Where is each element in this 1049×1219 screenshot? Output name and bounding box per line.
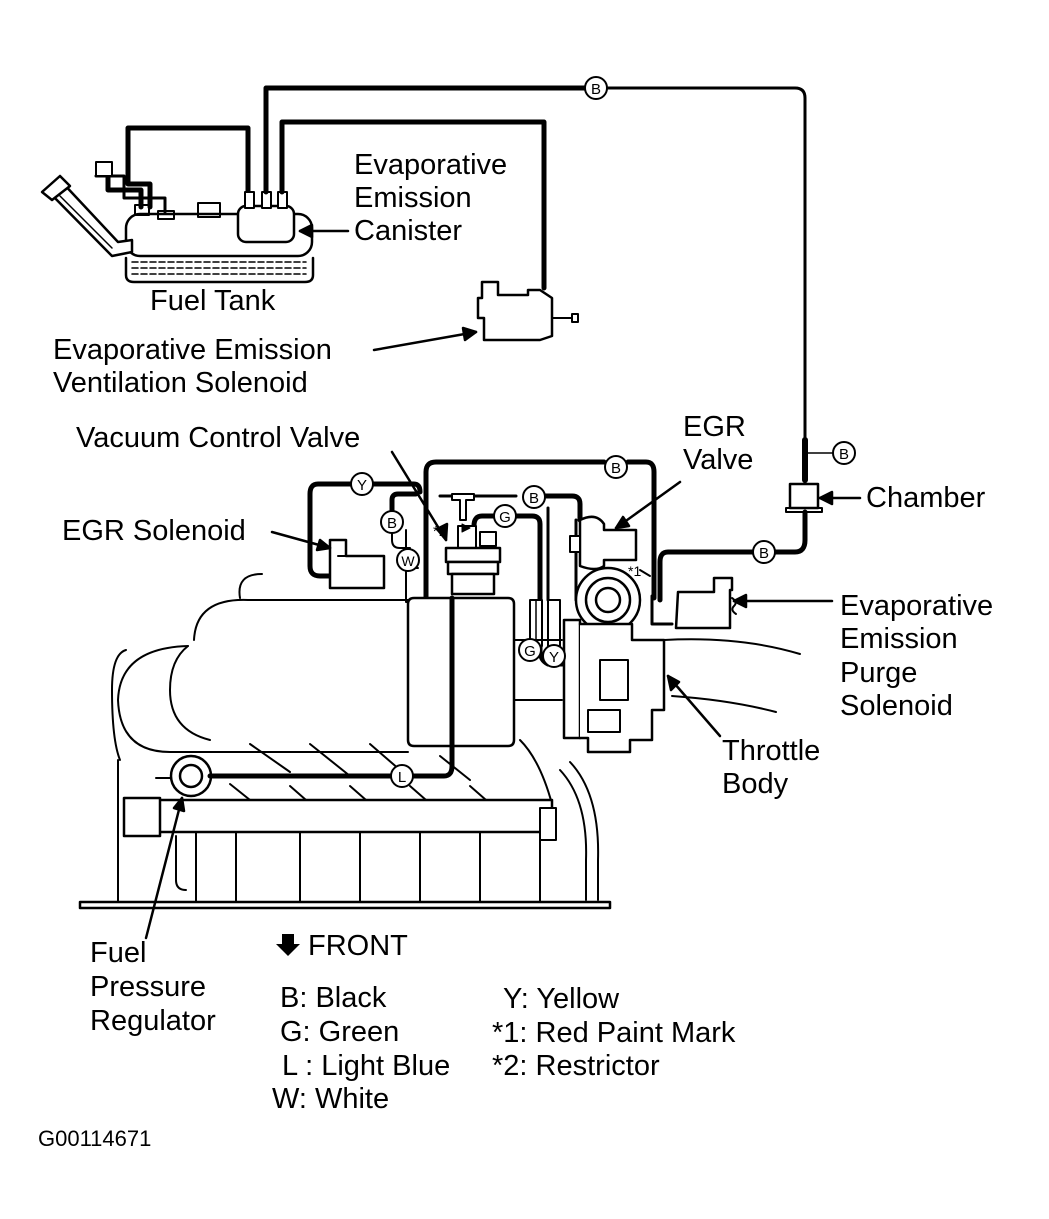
- throttle-body: [562, 566, 666, 754]
- label-canister-2: Emission: [354, 182, 472, 214]
- fuel-rail: [78, 759, 612, 910]
- legend-white: W: White: [272, 1083, 390, 1115]
- legend-black: B: Black: [280, 982, 387, 1014]
- marker-b-left: B: [380, 510, 404, 534]
- marker-b-purge-hose: B: [752, 540, 776, 564]
- label-fuel-pressure-regulator-2: Pressure: [90, 971, 207, 1003]
- svg-text:W: W: [401, 553, 415, 569]
- leader-lines: [144, 223, 862, 940]
- label-chamber: Chamber: [866, 482, 986, 514]
- label-vacuum-control-valve: Vacuum Control Valve: [76, 422, 361, 454]
- marker-y-bottom: Y: [542, 644, 566, 668]
- legend-yellow: Y: Yellow: [503, 983, 620, 1015]
- svg-text:Y: Y: [357, 477, 367, 494]
- label-fuel-pressure-regulator-1: Fuel: [90, 937, 147, 969]
- fuel-pressure-regulator: [169, 595, 455, 798]
- purge-solenoid: [650, 576, 737, 630]
- marker-g-top: G: [493, 504, 517, 528]
- svg-text:G: G: [499, 509, 511, 526]
- legend-light-blue: L : Light Blue: [282, 1050, 451, 1082]
- evaporative-emission-canister: [236, 85, 807, 442]
- marker-b-top: B: [584, 76, 608, 100]
- hose-markers: B B B B Y B G B: [350, 76, 856, 788]
- label-canister-3: Canister: [354, 215, 462, 247]
- legend-green: G: Green: [280, 1016, 400, 1048]
- label-canister-1: Evaporative: [354, 149, 508, 181]
- marker-y-egr-solenoid: Y: [350, 472, 374, 496]
- figure-id: G00114671: [38, 1126, 152, 1151]
- svg-text:L: L: [398, 769, 406, 786]
- label-purge-solenoid-2: Emission: [840, 623, 958, 655]
- svg-text:B: B: [529, 490, 539, 507]
- label-fuel-pressure-regulator-3: Regulator: [90, 1005, 216, 1037]
- label-ventilation-solenoid-2: Ventilation Solenoid: [53, 367, 308, 399]
- chamber: [657, 437, 823, 603]
- label-purge-solenoid-1: Evaporative: [840, 590, 994, 622]
- ventilation-solenoid: [476, 280, 579, 342]
- label-ventilation-solenoid-1: Evaporative Emission: [53, 334, 332, 366]
- egr-solenoid: [328, 538, 386, 590]
- label-fuel-tank: Fuel Tank: [150, 285, 276, 317]
- svg-text:G: G: [524, 643, 536, 660]
- legend-red-paint-mark: *1: Red Paint Mark: [492, 1017, 736, 1049]
- svg-text:Y: Y: [549, 649, 559, 666]
- label-egr-valve-2: Valve: [683, 444, 754, 476]
- marker-l: L: [390, 764, 414, 788]
- egr-valve: [569, 515, 651, 577]
- label-purge-solenoid-3: Purge: [840, 657, 918, 689]
- intake-manifold: [111, 573, 801, 901]
- label-egr-solenoid: EGR Solenoid: [62, 515, 246, 547]
- label-throttle-body-1: Throttle: [722, 735, 821, 767]
- label-purge-solenoid-4: Solenoid: [840, 690, 953, 722]
- marker-g-bottom: G: [518, 638, 542, 662]
- marker-w: W: [396, 548, 420, 572]
- svg-text:B: B: [839, 446, 849, 463]
- svg-text:B: B: [759, 545, 769, 562]
- note-2-marker: *2: [433, 523, 447, 540]
- legend-restrictor: *2: Restrictor: [492, 1050, 660, 1082]
- label-throttle-body-2: Body: [722, 768, 789, 800]
- marker-b-chamber: B: [832, 441, 856, 465]
- label-egr-valve-1: EGR: [683, 411, 746, 443]
- front-arrow-icon: [276, 934, 300, 956]
- note-1-marker: *1: [628, 563, 641, 579]
- label-front: FRONT: [308, 930, 408, 962]
- svg-text:B: B: [591, 81, 601, 98]
- marker-b-egr-top: B: [604, 455, 628, 479]
- vacuum-control-valve: [405, 493, 502, 596]
- marker-b-vcv: B: [522, 485, 546, 509]
- svg-text:B: B: [387, 515, 397, 532]
- svg-text:B: B: [611, 460, 621, 477]
